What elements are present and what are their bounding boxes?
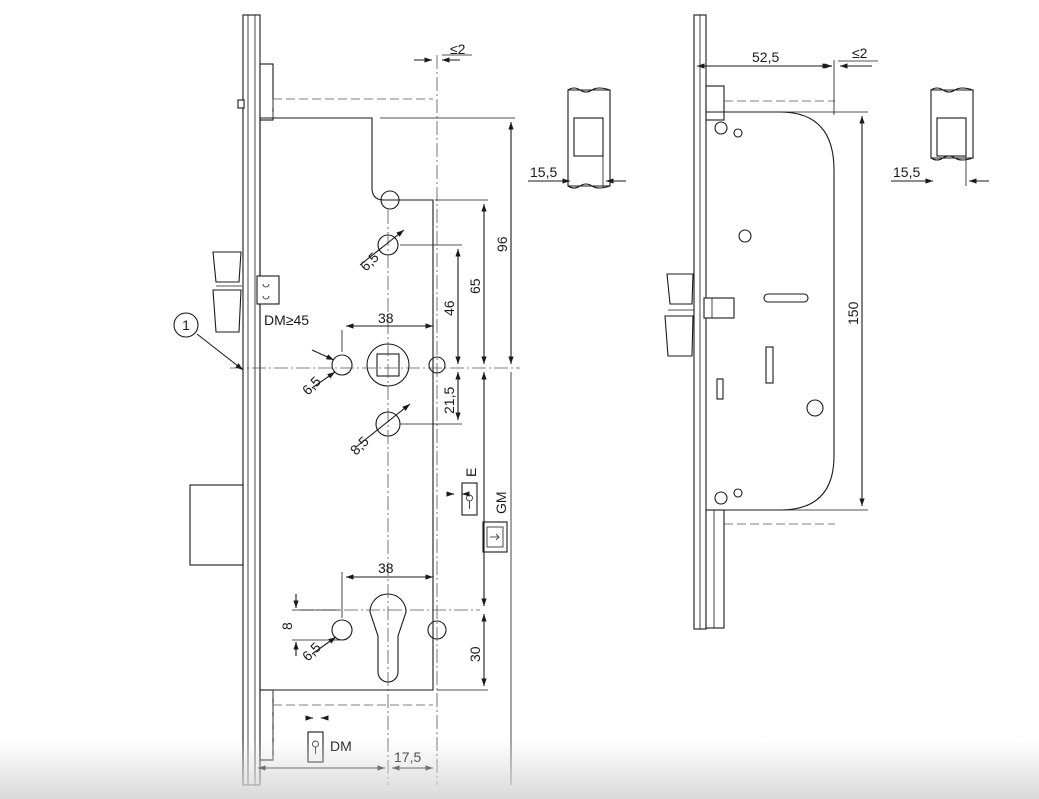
dim-46: 46	[441, 300, 457, 316]
front-view	[173, 14, 520, 786]
symbol-gm-label: GM	[493, 491, 509, 514]
e-symbol-icon	[461, 482, 478, 516]
dim-6-5-cyl: 6,5	[299, 639, 324, 664]
symbol-dm-label: DM	[330, 738, 352, 754]
strike-detail-right	[891, 87, 989, 186]
dim-38-top: 38	[378, 310, 394, 326]
dim-6-5-upper: 6,5	[357, 249, 382, 274]
dim-38-bottom: 38	[378, 560, 394, 576]
hole-6-5-cyl	[331, 619, 353, 641]
dim-15-5-right: 15,5	[893, 164, 920, 180]
latch-upper	[212, 251, 242, 283]
faceplate	[242, 14, 261, 786]
latch-spring	[256, 275, 280, 305]
callout-number: 1	[182, 317, 190, 333]
dim-le2-right: ≤2	[852, 45, 868, 61]
faceplate-tab-top	[259, 63, 274, 121]
strike-detail-left	[528, 87, 626, 189]
backset-minimum-label: DM≥45	[264, 312, 309, 328]
dim-65: 65	[467, 278, 483, 294]
cylinder-cutout	[369, 593, 407, 683]
symbol-e-label: E	[463, 468, 479, 477]
latch-lower	[212, 289, 242, 333]
hole-6-5-left	[331, 354, 353, 376]
dim-150: 150	[845, 301, 861, 325]
dim-le2-left: ≤2	[450, 41, 466, 57]
callout-1-circle	[173, 312, 199, 338]
side-view	[664, 14, 878, 630]
lock-case	[259, 117, 434, 691]
dim-6-5-left: 6,5	[299, 373, 324, 398]
dim-8: 8	[279, 622, 295, 630]
deadbolt	[189, 484, 244, 566]
dim-21-5: 21,5	[441, 387, 457, 414]
side-case	[706, 111, 835, 511]
dim-52-5: 52,5	[752, 49, 779, 65]
dim-30: 30	[467, 646, 483, 662]
faceplate-tab-bottom	[259, 689, 274, 761]
dim-96: 96	[494, 236, 510, 252]
gm-symbol-icon	[482, 521, 508, 553]
hole-top	[380, 190, 400, 210]
dim-17-5: 17,5	[394, 749, 421, 765]
dim-15-5-left: 15,5	[530, 164, 557, 180]
